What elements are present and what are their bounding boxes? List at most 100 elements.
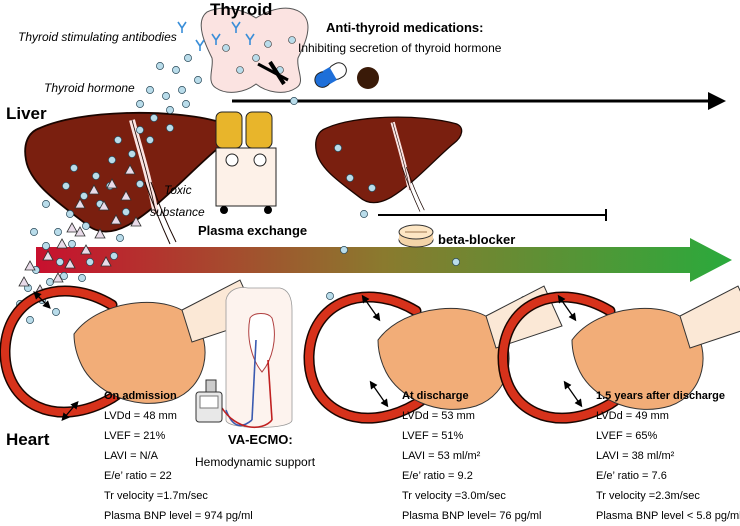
thyroid-hormone-dot [86, 258, 94, 266]
thyroid-hormone-dot [92, 172, 100, 180]
toxic-substance-triangle [66, 222, 78, 233]
thyroid-hormone-dot [136, 100, 144, 108]
liver-label: Liver [6, 104, 47, 123]
panel-title: At discharge [402, 390, 469, 402]
plasma-exchange-machine-icon [215, 111, 277, 214]
toxic-substance-triangle [64, 258, 76, 269]
recovery-timeline-arrow [36, 238, 732, 282]
tablet-icon [398, 224, 434, 248]
toxic-substance-triangle [110, 214, 122, 225]
antibody-icons [177, 21, 255, 51]
thyroid-hormone-dot [54, 228, 62, 236]
thyroid-hormone-dot [70, 164, 78, 172]
thyroid-label: Thyroid [210, 0, 273, 19]
panel-title: 1.5 years after discharge [596, 390, 726, 402]
plasma-exchange-label: Plasma exchange [198, 223, 308, 238]
thyroid-antibodies-label: Thyroid stimulating antibodies [18, 30, 177, 44]
thyroid-hormone-dot [178, 86, 186, 94]
vaecmo-title: VA-ECMO: [228, 432, 293, 447]
thyroid-hormone-dot [116, 234, 124, 242]
lvef-value: LVEF = 21% [104, 430, 166, 442]
thyroid-hormone-dot [360, 210, 368, 218]
inhibition-bar-icon [257, 60, 289, 86]
panel-admission: On admission LVDd = 48 mm LVEF = 21% LAV… [104, 386, 253, 526]
lavi-value: LAVI = N/A [104, 450, 158, 462]
thyroid-hormone-dot [62, 182, 70, 190]
lvef-value: LVEF = 65% [596, 430, 658, 442]
thyroid-hormone-dot [194, 76, 202, 84]
ecmo-circuit-icon [195, 287, 293, 428]
thyroid-hormone-dot [66, 210, 74, 218]
ee-ratio-value: E/e’ ratio = 22 [104, 470, 172, 482]
lvef-value: LVEF = 51% [402, 430, 464, 442]
thyroid-hormone-dot [42, 242, 50, 250]
vaecmo-desc: Hemodynamic support [195, 455, 316, 469]
toxic-substance-triangle [18, 276, 30, 287]
thyroid-hormone-dot [150, 114, 158, 122]
lvdd-value: LVDd = 49 mm [596, 410, 669, 422]
thyroid-hormone-dot [82, 222, 90, 230]
thyroid-hormone-dot [146, 86, 154, 94]
anti-thyroid-desc: Inhibiting secretion of thyroid hormone [298, 41, 502, 55]
ee-ratio-value: E/e’ ratio = 9.2 [402, 470, 473, 482]
panel-title: On admission [104, 390, 177, 402]
toxic-substance-triangle [130, 216, 142, 227]
thyroid-hormone-dots [16, 54, 528, 324]
thyroid-hormone-dot [334, 144, 342, 152]
liver-icon-recovered [316, 117, 462, 211]
thyroid-hormone-dot [156, 62, 164, 70]
thyroid-gland-icon [200, 7, 309, 93]
thyroid-hormone-dot [68, 240, 76, 248]
toxic-label-line2: substance [150, 205, 205, 219]
toxic-substance-triangle [42, 250, 54, 261]
thyroid-hormone-dot [172, 66, 180, 74]
toxic-substance-triangle [74, 226, 86, 237]
thyroid-hormone-dot [128, 150, 136, 158]
thyroid-hormone-dot [340, 246, 348, 254]
anti-thyroid-title: Anti-thyroid medications: [326, 20, 484, 35]
toxic-substance-triangle [120, 190, 132, 201]
thyroid-hormone-dot [290, 97, 298, 105]
treatment-timeline-arrow [232, 92, 726, 110]
thyroid-hormone-dot [110, 252, 118, 260]
thyroid-hormone-dot [80, 192, 88, 200]
thyroid-hormone-dot [452, 258, 460, 266]
toxic-substance-triangle [124, 164, 136, 175]
thyroid-hormone-dot [56, 258, 64, 266]
thyroid-hormone-dot [30, 228, 38, 236]
toxic-substance-triangle [80, 244, 92, 255]
thyroid-hormone-dot [108, 156, 116, 164]
lavi-value: LAVI = 53 ml/m² [402, 450, 481, 462]
thyroid-hormone-dot [26, 316, 34, 324]
tr-velocity-value: Tr velocity =3.0m/sec [402, 490, 506, 502]
toxic-substance-triangle [74, 198, 86, 209]
toxic-substance-triangle [94, 228, 106, 239]
panel-followup: 1.5 years after discharge LVDd = 49 mm L… [596, 386, 740, 526]
thyroid-hormone-dot [368, 184, 376, 192]
thyroid-hormone-dot [166, 106, 174, 114]
thyroid-hormone-dot [52, 308, 60, 316]
lvdd-value: LVDd = 53 mm [402, 410, 475, 422]
thyroid-hormone-dot [346, 174, 354, 182]
heart-label: Heart [6, 430, 50, 449]
thyroid-hormone-dot [46, 278, 54, 286]
toxic-substance-triangle [88, 184, 100, 195]
thyroid-hormone-dot [146, 136, 154, 144]
toxic-substance-triangle [98, 200, 110, 211]
panel-discharge: At discharge LVDd = 53 mm LVEF = 51% LAV… [402, 386, 542, 526]
toxic-substance-triangle [106, 178, 118, 189]
bnp-value: Plasma BNP level < 5.8 pg/ml [596, 510, 740, 522]
thyroid-hormone-label: Thyroid hormone [44, 81, 135, 95]
lvdd-value: LVDd = 48 mm [104, 410, 177, 422]
toxic-substance-triangle [100, 256, 112, 267]
thyroid-hormone-dot [114, 136, 122, 144]
toxic-label-line1: Toxic [164, 183, 192, 197]
toxic-substance-triangle [56, 238, 68, 249]
thyroid-hormone-dot [182, 100, 190, 108]
bnp-value: Plasma BNP level= 76 pg/ml [402, 510, 542, 522]
thyroid-hormone-dot [162, 92, 170, 100]
thyroid-hormone-dot [42, 200, 50, 208]
tr-velocity-value: Tr velocity =1.7m/sec [104, 490, 208, 502]
capsule-icon [314, 62, 347, 88]
bnp-value: Plasma BNP level = 974 pg/ml [104, 510, 253, 522]
